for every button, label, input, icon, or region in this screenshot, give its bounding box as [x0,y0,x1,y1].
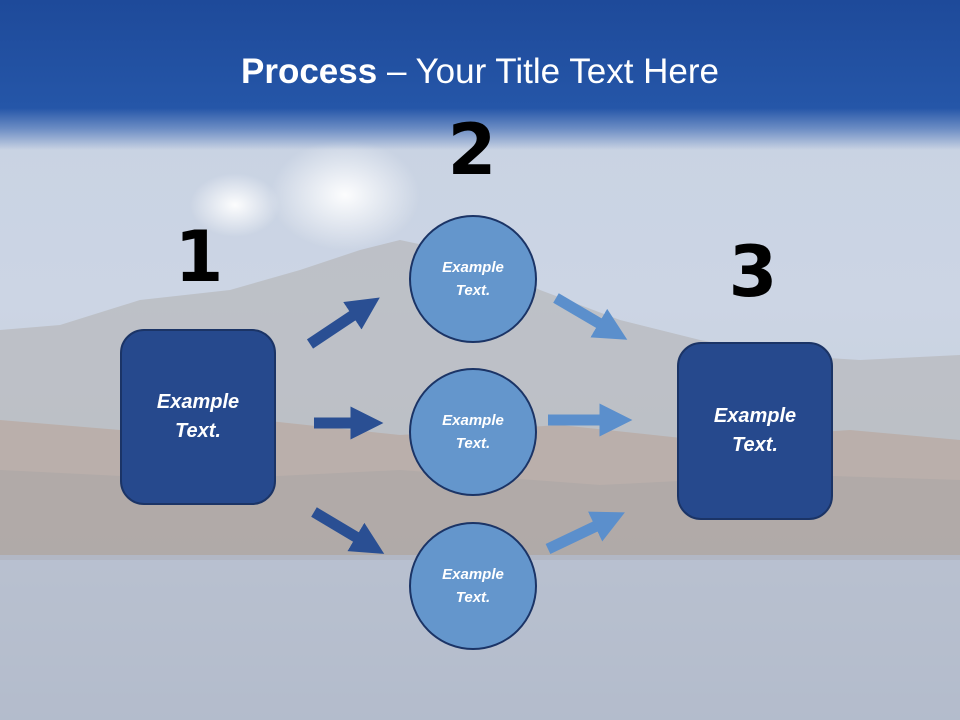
step-1-box: Example Text. [120,329,276,505]
step-2c-line-1: Example [442,566,504,583]
step-3-line-1: Example [713,405,797,427]
step-2-circle-middle: Example Text. [409,368,537,496]
step-3-line-2: Text. [732,434,778,456]
step-number-2: 2 [447,109,497,191]
step-2b-line-1: Example [442,412,504,429]
title-rest: – Your Title Text Here [377,52,719,91]
step-2b-line-2: Text. [455,435,491,452]
slide-title: Process – Your Title Text Here [0,52,960,92]
step-number-3: 3 [728,231,778,313]
arrow-2c-to-3 [545,511,625,554]
step-2c-line-2: Text. [455,589,491,606]
arrow-1-to-2c [311,507,385,554]
step-number-1: 1 [174,216,224,298]
arrow-1-to-2a [306,297,380,349]
title-bold: Process [241,52,378,91]
step-2-circle-top: Example Text. [409,215,537,343]
step-3-box: Example Text. [677,342,833,520]
arrow-2a-to-3 [553,293,628,340]
step-2a-line-1: Example [442,259,504,276]
step-1-line-2: Text. [175,420,221,442]
step-2-circle-bottom: Example Text. [409,522,537,650]
step-2a-line-2: Text. [455,282,491,299]
step-1-line-1: Example [156,391,240,413]
title-band [0,0,960,150]
